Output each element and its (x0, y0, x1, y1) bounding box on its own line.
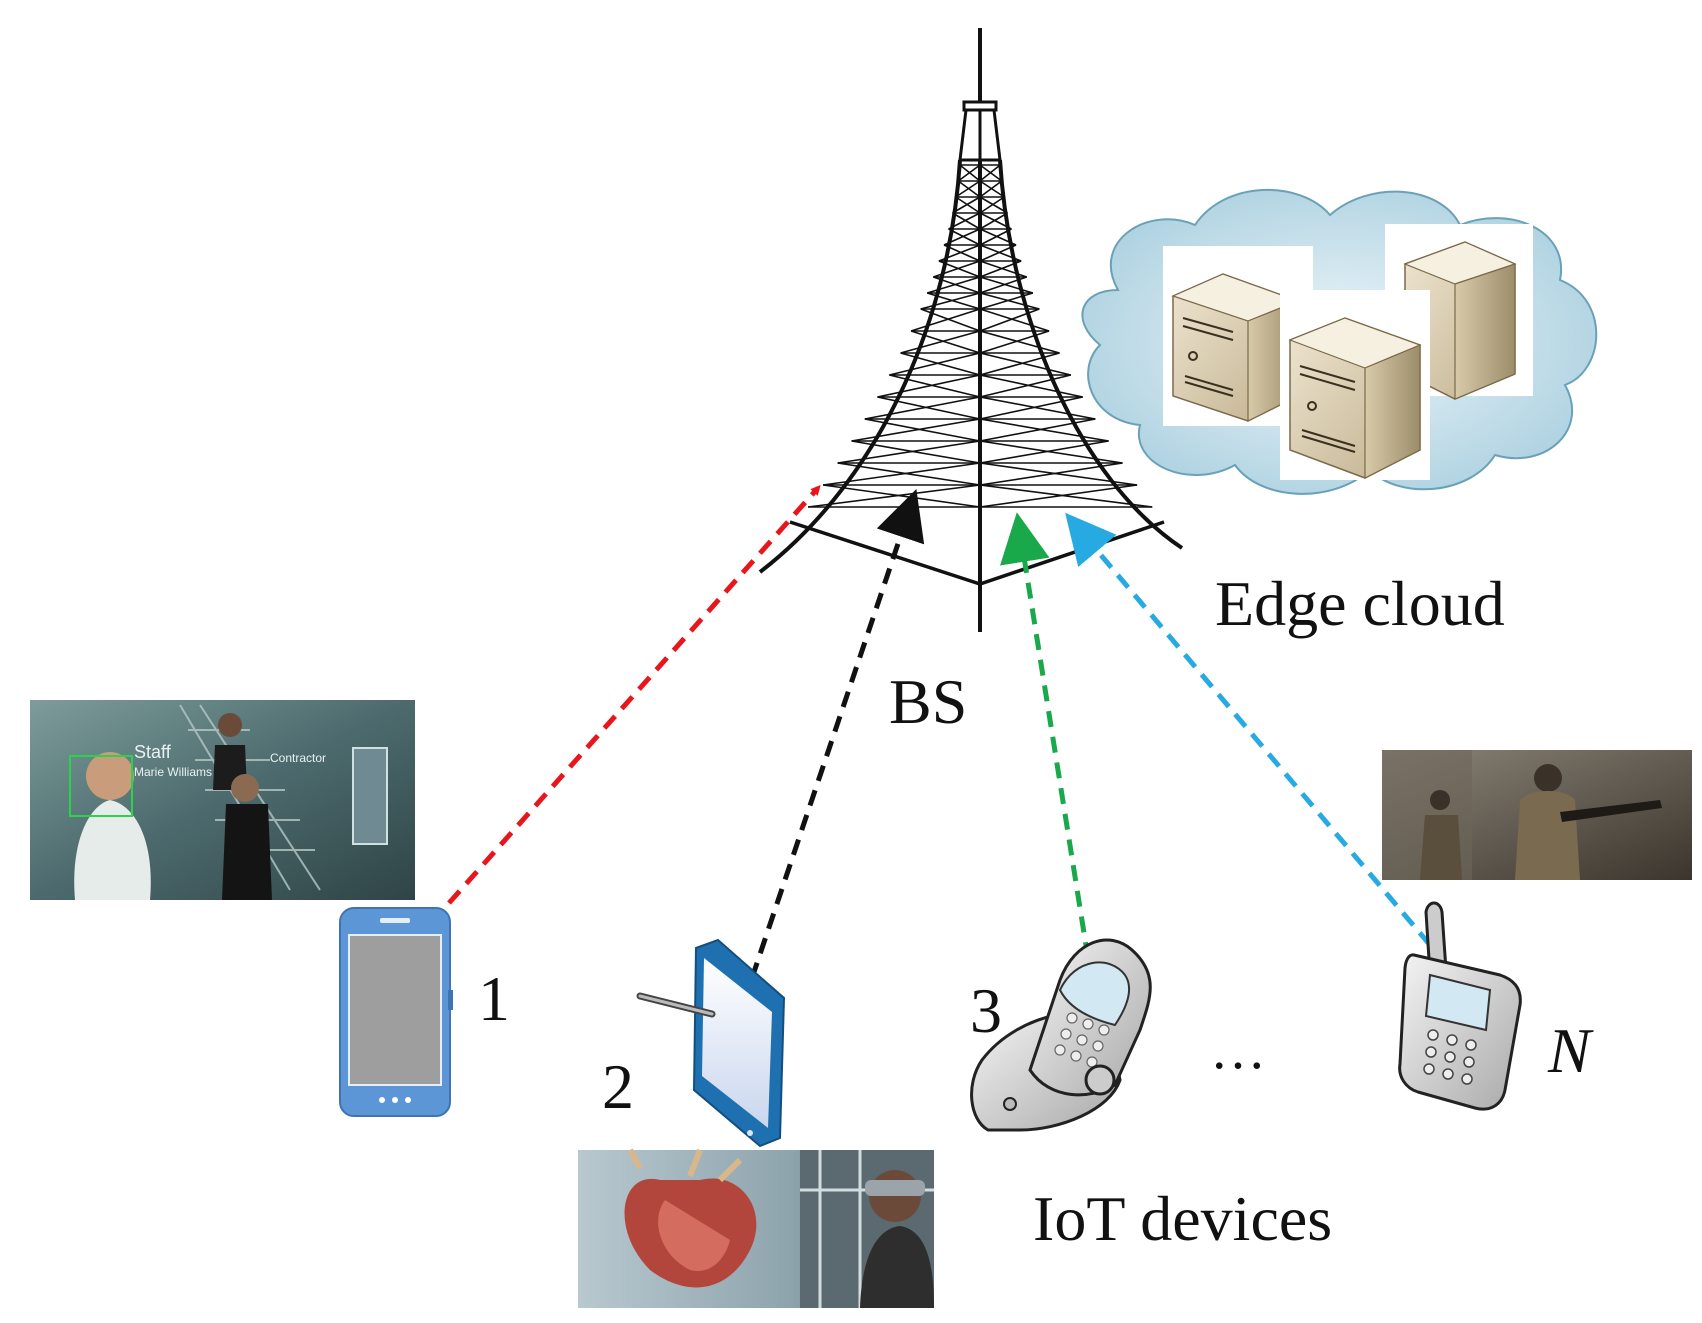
photo-label-staff: Staff (134, 742, 172, 762)
server-icon (1280, 290, 1430, 480)
smartphone-icon (339, 907, 453, 1117)
tablet-icon (636, 938, 786, 1148)
ellipsis-label: … (1210, 1019, 1266, 1081)
device-3-label: 3 (970, 975, 1002, 1046)
flip-phone-icon (970, 938, 1152, 1132)
game-photo (1382, 750, 1692, 880)
photo-label-name: Marie Williams (134, 765, 212, 779)
face-recognition-photo: Staff Marie Williams Contractor (30, 700, 415, 900)
iot-devices-label: IoT devices (1033, 1183, 1332, 1254)
device-1-label: 1 (478, 963, 510, 1034)
edge-cloud-label: Edge cloud (1215, 568, 1505, 639)
link-device-1 (447, 485, 821, 905)
photo-label-contractor: Contractor (270, 751, 326, 765)
base-station-tower-icon (758, 28, 1184, 632)
device-2-label: 2 (602, 1051, 634, 1122)
link-device-3 (1000, 512, 1091, 959)
link-device-2 (749, 489, 925, 979)
uplink-arrows (447, 485, 1432, 979)
base-station-label: BS (889, 666, 967, 737)
cell-phone-icon (1398, 901, 1522, 1111)
ar-medical-photo (578, 1148, 934, 1308)
device-n-label: N (1547, 1015, 1594, 1086)
link-device-n (1065, 512, 1432, 947)
